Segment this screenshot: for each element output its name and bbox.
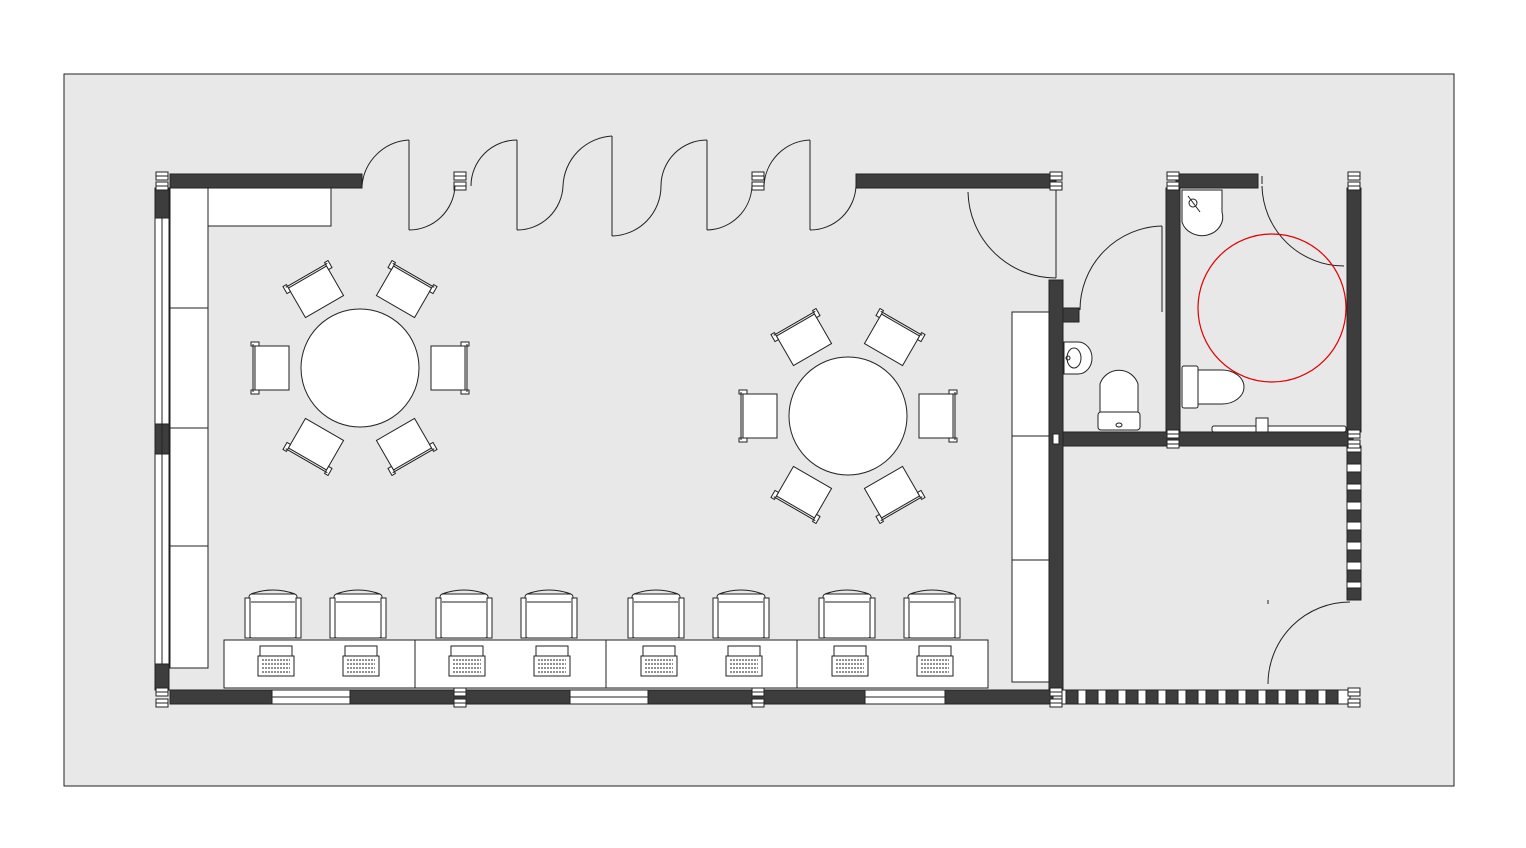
chair-icon: [738, 389, 778, 443]
washbasin-icon: [1181, 189, 1224, 237]
washbasin-2: [1181, 189, 1224, 237]
grab-bar-icon: [1211, 417, 1347, 433]
door-swing-icon: [706, 139, 857, 231]
interior-doors: [967, 176, 1351, 685]
round-table-1: [250, 260, 470, 476]
toilet-icon: [1181, 365, 1245, 409]
laptop-icon: [533, 645, 571, 677]
dashed-wall-bottom: [1065, 689, 1339, 705]
chair-icon: [712, 589, 770, 639]
door-swing-icon: [611, 139, 708, 237]
door-swing-icon: [1079, 225, 1163, 312]
door-swing-icon: [1267, 600, 1351, 685]
table-top: [788, 356, 908, 476]
laptop-icon: [831, 645, 869, 677]
laptop-icon: [640, 645, 678, 677]
door-swing-icon: [967, 190, 1057, 279]
table-top: [300, 308, 420, 428]
toilet-2: [1181, 365, 1245, 409]
wall-bench: [169, 187, 332, 669]
toilet-icon: [1097, 369, 1141, 431]
chair-icon: [329, 589, 387, 639]
laptop-icon: [725, 645, 763, 677]
door-swing-icon: [516, 135, 613, 236]
round-table-2: [738, 308, 958, 524]
laptop-icon: [916, 645, 954, 677]
door-swing-icon: [470, 139, 518, 230]
grab-bar: [1211, 417, 1347, 433]
wall-caps: [155, 171, 1361, 708]
chair-icon: [903, 589, 961, 639]
walls: [154, 173, 1362, 705]
laptop-icon: [448, 645, 486, 677]
toilet-1: [1097, 369, 1141, 431]
chair-icon: [430, 341, 470, 395]
desk-counter: [223, 589, 989, 689]
laptop-icon: [257, 645, 295, 677]
cabinets: [1011, 311, 1050, 683]
chair-icon: [435, 589, 493, 639]
turning-circle: [1197, 233, 1347, 383]
chair-icon: [818, 589, 876, 639]
chair-icon: [520, 589, 578, 639]
chair-icon: [918, 389, 958, 443]
door-swing-icon: [1261, 176, 1345, 267]
chair-icon: [250, 341, 290, 395]
washbasin-icon: [1063, 341, 1093, 375]
front-doors: [361, 135, 857, 237]
turning-circle-icon: [1197, 233, 1347, 383]
door-swing-icon: [361, 139, 456, 231]
laptop-icon: [342, 645, 380, 677]
chair-icon: [244, 589, 302, 639]
washbasin-1: [1063, 341, 1093, 375]
chair-icon: [627, 589, 685, 639]
